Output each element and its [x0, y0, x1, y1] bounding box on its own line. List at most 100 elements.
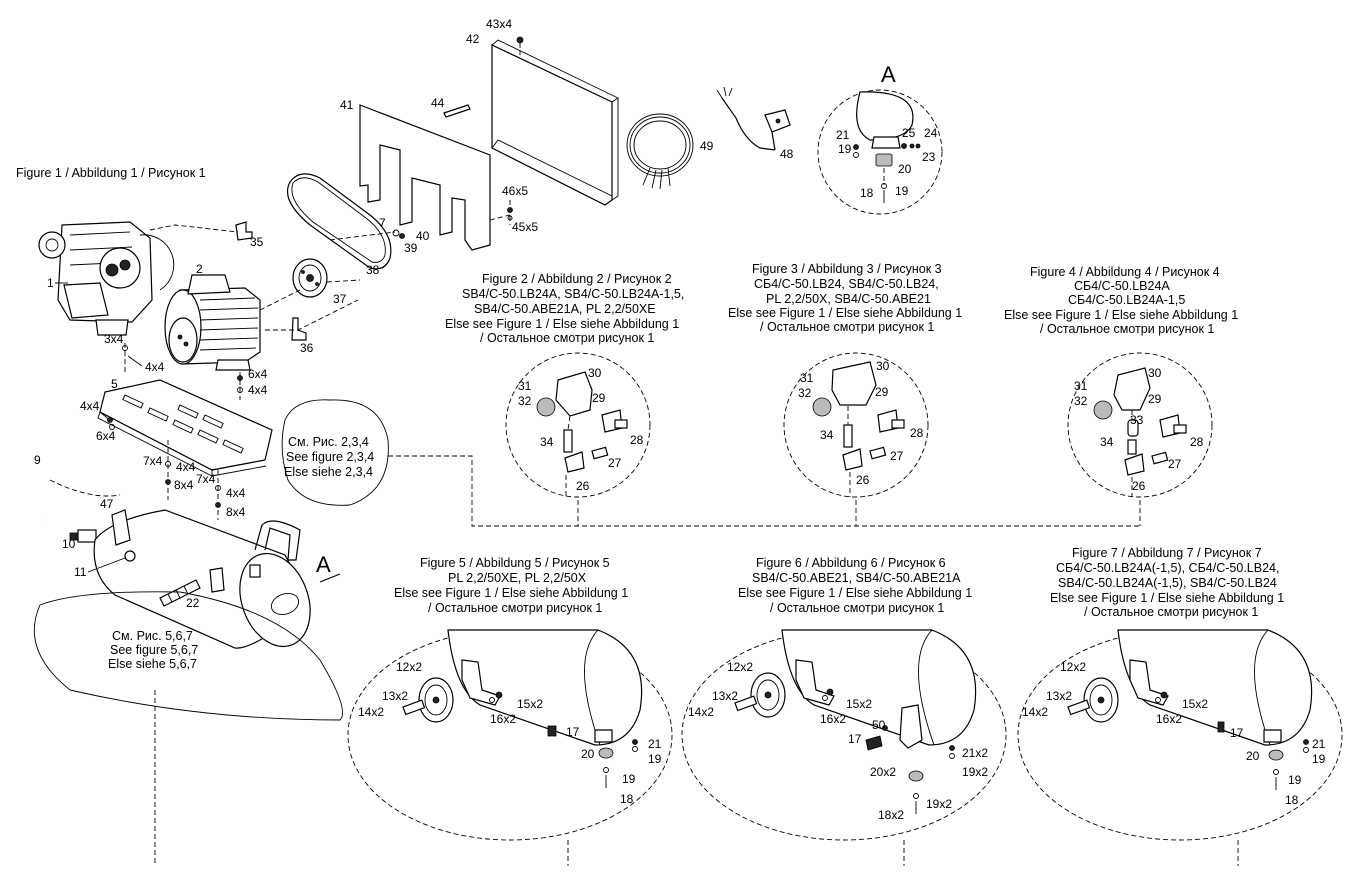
- part-label-3x4: 3x4: [104, 332, 124, 346]
- callout-567-line2: See figure 5,6,7: [110, 643, 198, 657]
- figure-3-label-31: 31: [800, 371, 814, 385]
- part-label-41: 41: [340, 98, 354, 112]
- figure-4-label-30: 30: [1148, 366, 1162, 380]
- part-label-4x4-a: 4x4: [145, 360, 165, 374]
- figure-5-caption: Figure 5 / Abbildung 5 / Рисунок 5 PL 2,…: [394, 556, 628, 615]
- figure-7-line3: SB4/C-50.LB24A(-1,5), SB4/C-50.LB24: [1058, 576, 1277, 590]
- figure-3-label-30: 30: [876, 359, 890, 373]
- detail-marker-a-tank: A: [316, 552, 331, 577]
- figure-5-label-17: 17: [566, 725, 580, 739]
- figure-6-line4: / Остальное смотри рисунок 1: [770, 601, 944, 615]
- figure-5-label-20: 20: [581, 747, 595, 761]
- callout-567-line1: См. Рис. 5,6,7: [112, 629, 193, 643]
- part-label-46x5: 46x5: [502, 184, 528, 198]
- figure-4-label-33: 33: [1130, 413, 1144, 427]
- figure-7-label-18: 18: [1285, 793, 1299, 807]
- part-label-43x4: 43x4: [486, 17, 512, 31]
- figure-3-caption: Figure 3 / Abbildung 3 / Рисунок 3 СБ4/С…: [728, 262, 962, 334]
- part-label-7x4-b: 7x4: [196, 472, 216, 486]
- figure-2-label-28: 28: [630, 433, 644, 447]
- figure-3-label-27: 27: [890, 449, 904, 463]
- figure-2-label-29: 29: [592, 391, 606, 405]
- figure-3-line1: Figure 3 / Abbildung 3 / Рисунок 3: [752, 262, 942, 276]
- figure-6-label-21x2: 21x2: [962, 746, 988, 760]
- part-label-1: 1: [47, 276, 54, 290]
- figure-5-wheel-assembly: [347, 629, 673, 841]
- part-label-5: 5: [111, 377, 118, 391]
- figure-2-line5: / Остальное смотри рисунок 1: [480, 331, 654, 345]
- part-label-48: 48: [780, 147, 794, 161]
- figure-6-label-20x2: 20x2: [870, 765, 896, 779]
- figure-5-label-19-a: 19: [648, 752, 662, 766]
- figure-2-label-26: 26: [576, 479, 590, 493]
- figure-6-label-19x2-b: 19x2: [926, 797, 952, 811]
- figure-4-label-26: 26: [1132, 479, 1146, 493]
- part-label-7x4-a: 7x4: [143, 454, 163, 468]
- figure-6-caption: Figure 6 / Abbildung 6 / Рисунок 6 SB4/C…: [738, 556, 972, 615]
- figure-3-label-29: 29: [875, 385, 889, 399]
- v-belt: [286, 173, 392, 270]
- figure-5-label-21: 21: [648, 737, 662, 751]
- part-label-6x4-a: 6x4: [96, 429, 116, 443]
- part-label-11: 11: [74, 565, 87, 579]
- power-cord-plug: [716, 86, 791, 151]
- part-label-10: 10: [62, 537, 76, 551]
- detail-a-label-23: 23: [922, 150, 936, 164]
- part-label-2: 2: [196, 262, 203, 276]
- compressor-pump: [38, 221, 175, 336]
- figure-2-caption: Figure 2 / Abbildung 2 / Рисунок 2 SB4/C…: [445, 272, 684, 345]
- figure-6-label-17: 17: [848, 732, 862, 746]
- part-label-37: 37: [333, 292, 347, 306]
- figure-6-line3: Else see Figure 1 / Else siehe Abbildung…: [738, 586, 972, 600]
- figure-7-label-12x2: 12x2: [1060, 660, 1086, 674]
- part-label-39: 39: [404, 241, 418, 255]
- figure-6-label-16x2: 16x2: [820, 712, 846, 726]
- figure-1-title: Figure 1 / Abbildung 1 / Рисунок 1: [16, 166, 206, 180]
- detail-a-label-24: 24: [924, 126, 938, 140]
- part-label-40: 40: [416, 229, 430, 243]
- figure-5-label-14x2: 14x2: [358, 705, 384, 719]
- figure-4-label-27: 27: [1168, 457, 1182, 471]
- figure-3-line3: PL 2,2/50X, SB4/C-50.ABE21: [766, 292, 931, 306]
- belt-guard-42: [491, 39, 619, 206]
- detail-a-label-25: 25: [902, 126, 916, 140]
- delivery-pipe: [27, 409, 121, 521]
- cable-coil: [626, 113, 694, 190]
- figure-5-label-18: 18: [620, 792, 634, 806]
- figure-4-label-31: 31: [1074, 379, 1088, 393]
- figure-4-line2: СБ4/С-50.LB24A: [1074, 279, 1170, 293]
- detail-a-label-18: 18: [860, 186, 874, 200]
- figure-3-label-26: 26: [856, 473, 870, 487]
- figure-6-label-12x2: 12x2: [727, 660, 753, 674]
- figure-6-line1: Figure 6 / Abbildung 6 / Рисунок 6: [756, 556, 946, 570]
- figure-4-caption: Figure 4 / Abbildung 4 / Рисунок 4 СБ4/С…: [1004, 265, 1238, 336]
- detail-a-label-21: 21: [836, 128, 850, 142]
- part-label-42: 42: [466, 32, 480, 46]
- part-label-8x4-b: 8x4: [226, 505, 246, 519]
- figure-5-line2: PL 2,2/50XE, PL 2,2/50X: [448, 571, 587, 585]
- figure-7-label-21: 21: [1312, 737, 1326, 751]
- base-plate: [97, 379, 273, 477]
- figure-4-label-32: 32: [1074, 394, 1088, 408]
- figure-6-line2: SB4/C-50.ABE21, SB4/C-50.ABE21A: [752, 571, 961, 585]
- figure-7-label-15x2: 15x2: [1182, 697, 1208, 711]
- figure-6-label-13x2: 13x2: [712, 689, 738, 703]
- callout-234-line3: Else siehe 2,3,4: [284, 465, 373, 479]
- figure-2-label-34: 34: [540, 435, 554, 449]
- figure-2-line3: SB4/C-50.ABE21A, PL 2,2/50XE: [474, 302, 656, 316]
- figure-5-label-12x2: 12x2: [396, 660, 422, 674]
- figure-7-label-19-b: 19: [1288, 773, 1302, 787]
- figure-6-label-14x2: 14x2: [688, 705, 714, 719]
- part-label-4x4-e: 4x4: [248, 383, 268, 397]
- figure-7-line4: Else see Figure 1 / Else siehe Abbildung…: [1050, 591, 1284, 605]
- callout-567: См. Рис. 5,6,7 See figure 5,6,7 Else sie…: [33, 591, 343, 721]
- part-label-9: 9: [34, 453, 41, 467]
- part-label-38: 38: [366, 263, 380, 277]
- figure-5-line1: Figure 5 / Abbildung 5 / Рисунок 5: [420, 556, 610, 570]
- figure-2-line1: Figure 2 / Abbildung 2 / Рисунок 2: [482, 272, 672, 286]
- figure-7-label-20: 20: [1246, 749, 1260, 763]
- figure-6-label-15x2: 15x2: [846, 697, 872, 711]
- figure-3-label-34: 34: [820, 428, 834, 442]
